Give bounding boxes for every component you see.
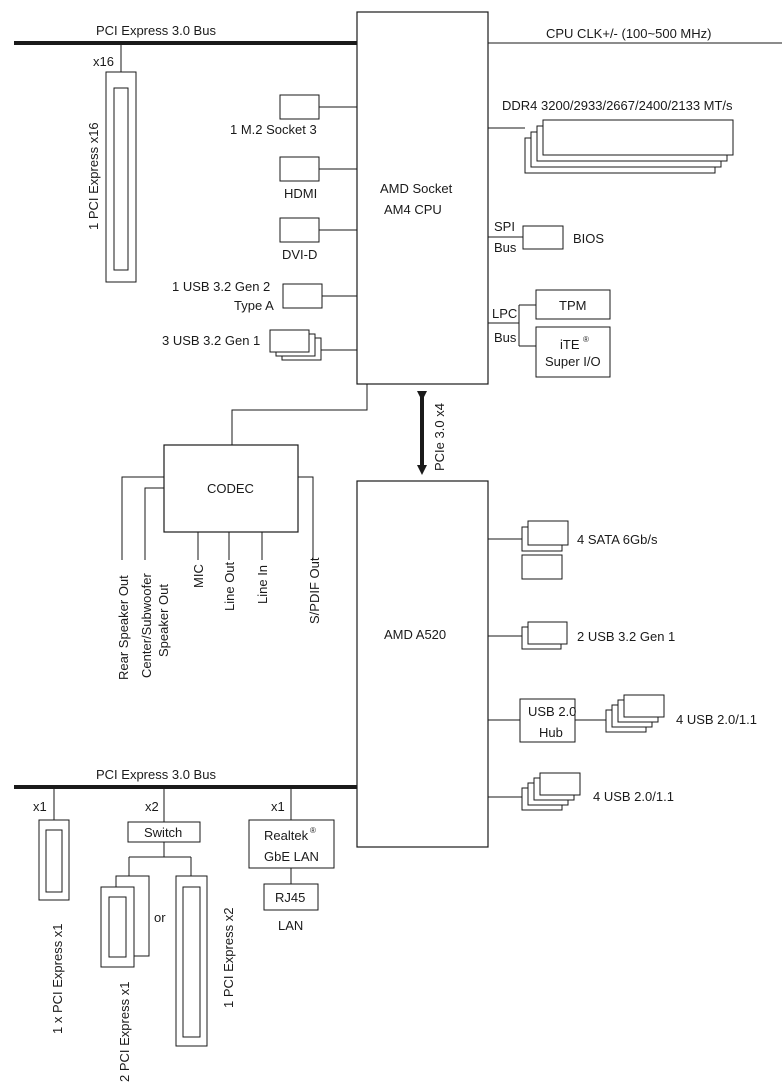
center-speaker-label-line2: Speaker Out — [156, 584, 171, 657]
ite-label-line1: iTE — [560, 337, 580, 352]
or-label: or — [154, 910, 166, 925]
top-pcie-bus-label: PCI Express 3.0 Bus — [96, 23, 216, 38]
sata-label: 4 SATA 6Gb/s — [577, 532, 658, 547]
lineout-label: Line Out — [222, 561, 237, 611]
usb32g2-label-line2: Type A — [234, 298, 274, 313]
pcie-x16-slot-label: 1 PCI Express x16 — [86, 122, 101, 230]
slot-x2-label: 1 PCI Express x2 — [221, 908, 236, 1008]
center-speaker-label-line1: Center/Subwoofer — [139, 573, 154, 678]
rj45-port — [263, 883, 319, 911]
bios-label: BIOS — [573, 231, 604, 246]
bottom-lane-x1-a-label: x1 — [33, 799, 47, 814]
m2-label: 1 M.2 Socket 3 — [230, 122, 317, 137]
usb20-hub-ports-label: 4 USB 2.0/1.1 — [676, 712, 757, 727]
usb20-pch-port-1 — [539, 772, 581, 796]
pcie-x16-slot-inner — [113, 87, 129, 271]
usb20-pch-label: 4 USB 2.0/1.1 — [593, 789, 674, 804]
slot-x1-label: 1 x PCI Express x1 — [50, 923, 65, 1034]
spdif-line — [298, 476, 314, 560]
hdmi-port — [279, 156, 320, 182]
usb32g2-port — [282, 283, 323, 309]
sata-port-1 — [527, 520, 569, 546]
bottom-lane-x1-b-label: x1 — [271, 799, 285, 814]
dvid-port — [279, 217, 320, 243]
cpu-block — [356, 11, 489, 385]
spi-label-line2: Bus — [494, 240, 517, 255]
pcie-x1-slot-inner — [45, 829, 63, 893]
cpu-label-line2: AM4 CPU — [384, 202, 442, 217]
ddr4-label: DDR4 3200/2933/2667/2400/2133 MT/s — [502, 98, 733, 113]
tpm-label: TPM — [559, 298, 586, 313]
hdmi-label: HDMI — [284, 186, 317, 201]
bios-chip — [522, 225, 564, 250]
lpc-label-line1: LPC — [492, 306, 517, 321]
slot-2x1-label: 2 PCI Express x1 — [117, 982, 132, 1082]
m2-socket — [279, 94, 320, 120]
top-pcie-lane-label: x16 — [93, 54, 114, 69]
cpu-codec-link-line — [231, 384, 368, 445]
usb32g1-pch-label: 2 USB 3.2 Gen 1 — [577, 629, 675, 644]
ite-registered-mark: ® — [583, 335, 589, 344]
chipset-label: AMD A520 — [384, 627, 446, 642]
rear-speaker-line — [121, 476, 164, 560]
usb-hub-block — [519, 698, 576, 743]
lan-label-line2: GbE LAN — [264, 849, 319, 864]
tpm-block — [535, 289, 611, 320]
usb20-hub-port-1 — [623, 694, 665, 718]
cpu-label-line1: AMD Socket — [380, 181, 453, 196]
sata-port-2 — [521, 554, 563, 580]
chipset-block — [356, 480, 489, 848]
center-speaker-line — [144, 487, 164, 560]
linein-label: Line In — [255, 565, 270, 604]
ite-block — [535, 326, 611, 378]
ddr4-module-1 — [542, 119, 734, 156]
pcie-2x1-slot-inner — [108, 896, 127, 958]
spi-label-line1: SPI — [494, 219, 515, 234]
ite-label-line2: Super I/O — [545, 354, 601, 369]
pcie-link-label: PCIe 3.0 x4 — [432, 403, 447, 471]
lan-registered-mark: ® — [310, 826, 316, 835]
usb32g1-cpu-port-1 — [269, 329, 310, 353]
bottom-lane-x2-label: x2 — [145, 799, 159, 814]
spdif-label: S/PDIF Out — [307, 557, 322, 624]
realtek-lan-block — [248, 819, 335, 869]
usb-hub-label-line1: USB 2.0 — [528, 704, 576, 719]
usb32g1-cpu-label: 3 USB 3.2 Gen 1 — [162, 333, 260, 348]
rj45-label: RJ45 — [275, 890, 305, 905]
codec-label: CODEC — [207, 481, 254, 496]
switch-label: Switch — [144, 825, 182, 840]
usb-hub-label-line2: Hub — [539, 725, 563, 740]
lan-port-label: LAN — [278, 918, 303, 933]
usb32g1-pch-port-1 — [527, 621, 568, 645]
lan-label-line1: Realtek — [264, 828, 309, 843]
bottom-pcie-bus-label: PCI Express 3.0 Bus — [96, 767, 216, 782]
usb32g2-label-line1: 1 USB 3.2 Gen 2 — [172, 279, 270, 294]
mic-label: MIC — [191, 564, 206, 588]
pcie-x2-slot-inner — [182, 886, 201, 1038]
dvid-label: DVI-D — [282, 247, 317, 262]
rear-speaker-label: Rear Speaker Out — [116, 575, 131, 680]
lpc-label-line2: Bus — [494, 330, 517, 345]
cpu-clk-label: CPU CLK+/- (100~500 MHz) — [546, 26, 711, 41]
